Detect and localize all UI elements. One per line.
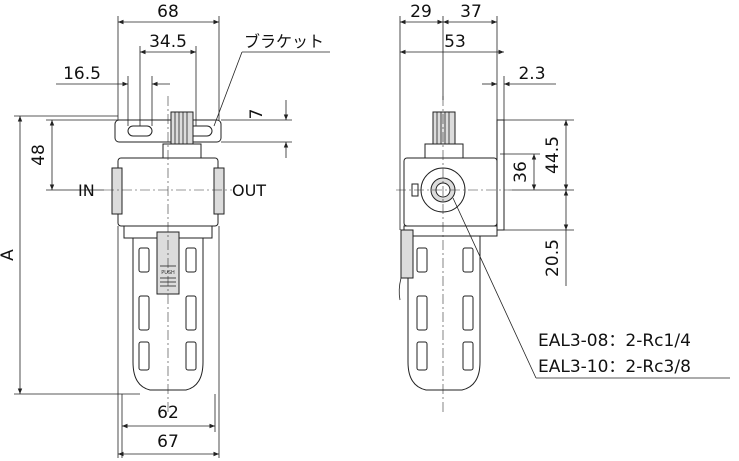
dim-side-bracket-thickness: 2.3 — [518, 64, 545, 84]
part-code-10: EAL3-10：2-Rc3/8 — [538, 357, 691, 377]
inlet-label: IN — [78, 181, 95, 200]
front-view: PUSH 68 34.5 16.5 ブラケット 7 48 — [0, 2, 330, 458]
bracket-label: ブラケット — [244, 32, 324, 51]
side-push-lock — [400, 229, 414, 279]
dim-front-overall-height: A — [0, 249, 18, 261]
side-bracket-plate — [496, 119, 505, 231]
dim-side-body-height: 36 — [511, 161, 531, 183]
dim-side-depth: 53 — [444, 32, 466, 52]
dim-front-width-top: 68 — [157, 2, 179, 22]
front-bracket-slot-left — [127, 125, 153, 137]
side-top-cap — [432, 111, 456, 145]
dim-side-lower-offset: 20.5 — [543, 239, 563, 277]
dim-front-bracket-height: 7 — [247, 109, 267, 120]
dim-front-overall-width: 67 — [157, 432, 179, 452]
dim-side-left-center: 29 — [410, 2, 432, 22]
dim-front-port-height: 48 — [29, 144, 49, 166]
dim-front-hole-span: 34.5 — [149, 32, 187, 52]
part-code-08: EAL3-08：2-Rc1/4 — [538, 331, 691, 351]
outlet-label: OUT — [232, 181, 266, 200]
front-top-cap — [170, 111, 194, 145]
front-inlet-port — [111, 167, 123, 215]
dim-front-offset: 16.5 — [63, 64, 101, 84]
front-outlet-port — [213, 167, 225, 215]
dim-front-bowl-width: 62 — [157, 403, 179, 423]
side-view: 29 37 53 2.3 36 44.5 20.5 EAL3-08：2-Rc1/… — [396, 2, 730, 412]
dim-side-bracket-height: 44.5 — [543, 136, 563, 174]
dim-side-center-right: 37 — [460, 2, 482, 22]
